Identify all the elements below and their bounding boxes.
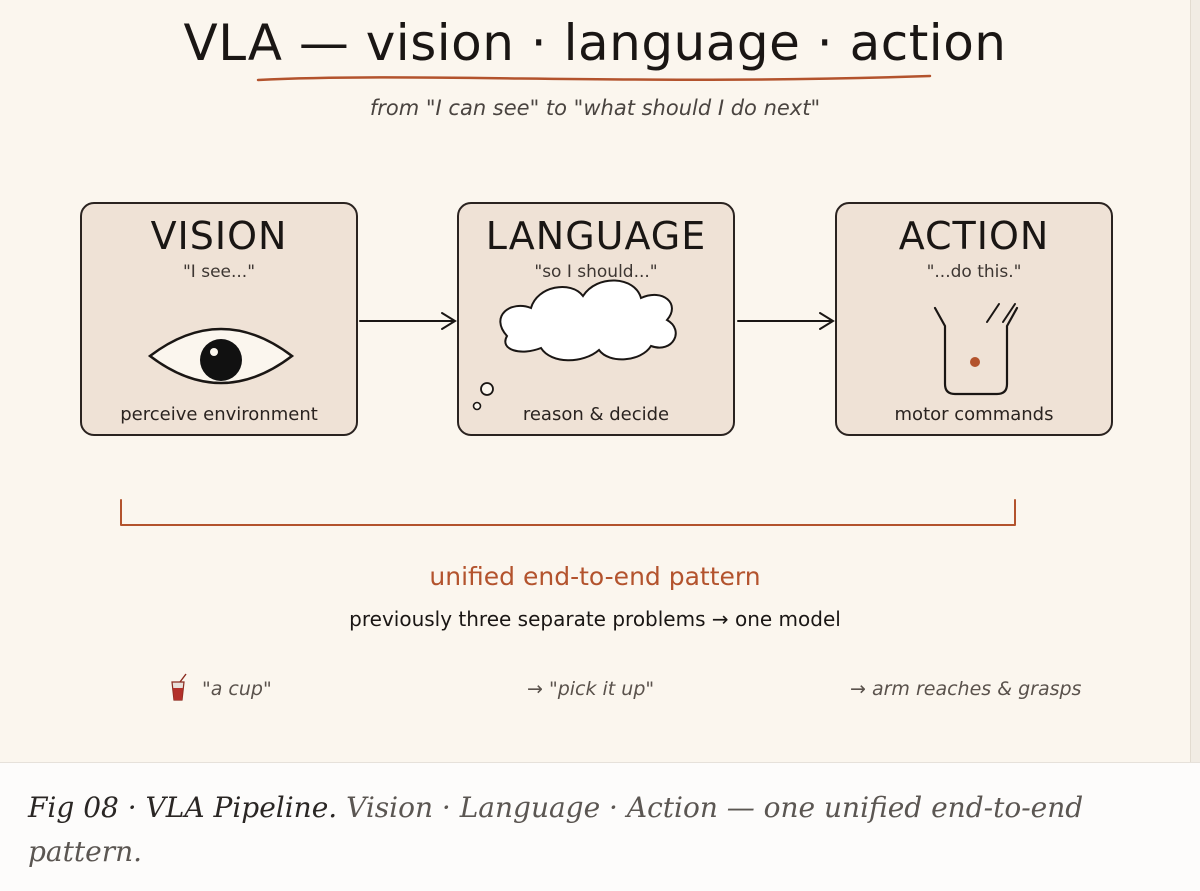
arrow-vision-to-language [359, 312, 457, 330]
language-stage-box: LANGUAGE "so I should..." reason & decid… [457, 202, 735, 436]
figure-caption: Fig 08 · VLA Pipeline. Vision · Language… [28, 786, 1158, 874]
language-stage-caption: reason & decide [522, 404, 670, 425]
action-stage-caption: motor commands [894, 404, 1054, 425]
vision-stage-box: VISION "I see..." perceive environment [80, 202, 358, 436]
cup-icon [171, 673, 187, 701]
vision-stage-title: VISION [150, 214, 288, 258]
figure-caption-label: Fig 08 · VLA Pipeline. [28, 791, 338, 824]
language-stage-title: LANGUAGE [485, 214, 707, 258]
example-reasoning: → "pick it up" [527, 678, 655, 700]
diagram-subtitle: from "I can see" to "what should I do ne… [369, 96, 821, 120]
figure-caption-text: Vision · Language · Action — one unified… [28, 791, 1084, 868]
action-stage-title: ACTION [898, 214, 1050, 258]
vision-stage-quote: "I see..." [182, 262, 256, 282]
unifying-bracket [120, 499, 1016, 526]
figure-caption-bar [0, 762, 1200, 891]
unified-pattern-label: unified end-to-end pattern [429, 562, 761, 591]
pipeline-connectors [120, 312, 1016, 526]
example-action: → arm reaches & grasps [850, 678, 1082, 700]
title-underline [256, 74, 932, 82]
language-stage-quote: "so I should..." [534, 262, 658, 282]
gripper-icon [933, 303, 1019, 396]
action-stage-quote: "...do this." [926, 262, 1022, 282]
unified-pattern-subtitle: previously three separate problems → one… [349, 607, 841, 631]
diagram-title: VLA — vision · language · action [183, 14, 1007, 72]
thought-cloud-icon [472, 279, 677, 411]
action-stage-box: ACTION "...do this." motor commands [835, 202, 1113, 436]
eye-icon [147, 327, 295, 385]
vision-stage-caption: perceive environment [120, 404, 318, 425]
example-perception: "a cup" [202, 678, 272, 700]
arrow-language-to-action [737, 312, 835, 330]
scroll-edge [1190, 0, 1200, 762]
